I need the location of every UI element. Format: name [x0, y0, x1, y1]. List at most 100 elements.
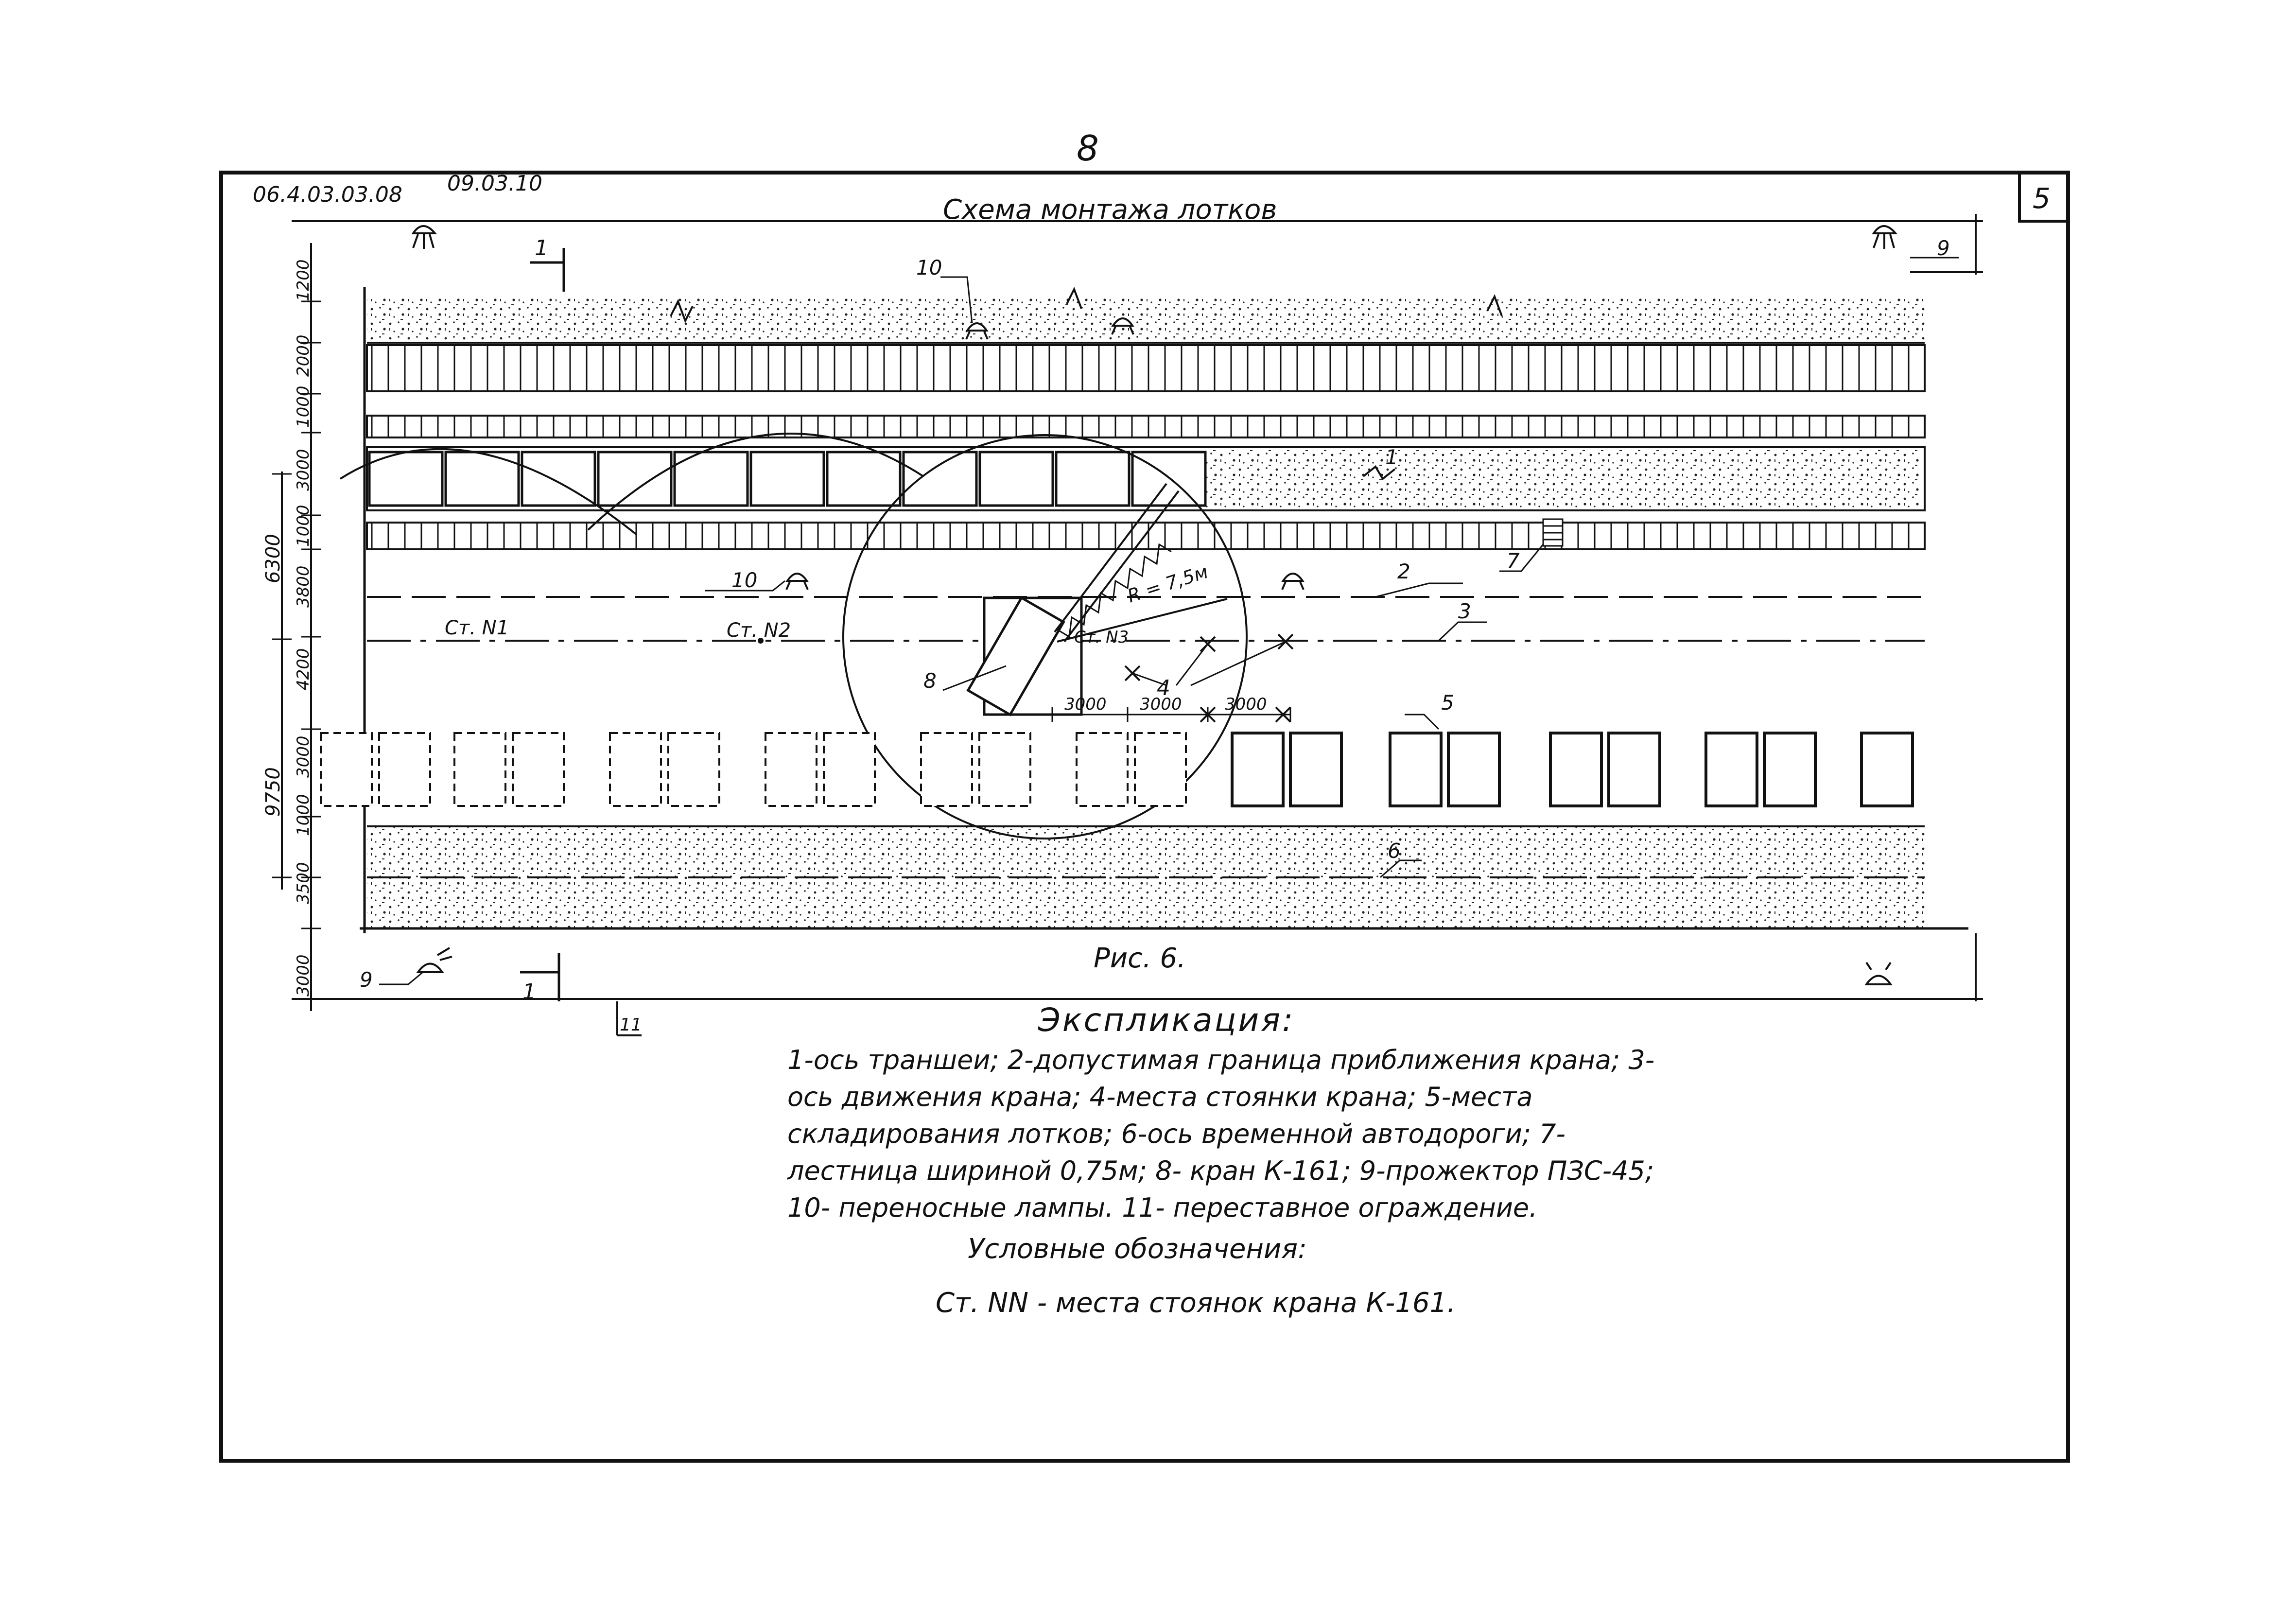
installed-tray — [673, 451, 749, 507]
legend-title: Экспликация: — [1038, 1001, 1295, 1039]
stored-tray — [1134, 732, 1187, 807]
station-point-2 — [758, 638, 764, 644]
installed-tray — [1055, 451, 1131, 507]
page-number: 8 — [1077, 128, 1099, 169]
dim-3000-c: 3000 — [294, 954, 313, 996]
stored-tray — [1076, 732, 1129, 807]
legend-block: Экспликация: 1-ось траншеи; 2-допустимая… — [787, 1001, 1672, 1319]
stored-tray — [765, 732, 818, 807]
dim-4200: 4200 — [294, 648, 313, 690]
figure-caption: Рис. 6. — [1094, 943, 1186, 974]
callout-11: 11 — [620, 1015, 642, 1035]
conventions-body: Ст. NN - места стоянок крана К-161. — [935, 1287, 1456, 1319]
callout-4-leaders — [1132, 641, 1286, 686]
callout-8: 8 — [923, 669, 937, 693]
stored-tray — [1860, 732, 1914, 807]
formwork-strip-2 — [366, 415, 1926, 438]
dim-3800: 3800 — [294, 565, 313, 608]
spacing-ticks — [1051, 707, 1291, 722]
dim-1000-b: 1000 — [294, 505, 313, 547]
floodlight-icon — [411, 225, 437, 249]
installed-tray — [826, 451, 902, 507]
stored-tray — [1763, 732, 1817, 807]
callout-leaders — [379, 257, 1959, 985]
stored-tray — [378, 732, 431, 807]
conventions-title: Условные обозначения: — [968, 1233, 1307, 1265]
spacing-label-2: 3000 — [1140, 695, 1182, 714]
stored-tray — [1705, 732, 1758, 807]
previous-reach-arc-1 — [339, 448, 638, 536]
floodlight-icon — [416, 947, 452, 973]
stored-tray — [667, 732, 720, 807]
section-mark-bottom-label: 1 — [522, 979, 536, 1004]
stored-tray — [978, 732, 1031, 807]
lamp-icon — [1281, 573, 1305, 590]
sheet-number-box — [2018, 171, 2070, 223]
formwork-strip-1 — [366, 344, 1926, 392]
crane-k161 — [966, 483, 1228, 717]
legend-body: 1-ось траншеи; 2-допустимая граница приб… — [787, 1045, 1655, 1223]
section-mark-top-label: 1 — [535, 236, 548, 261]
doc-code: 06.4.03.03.08 — [253, 182, 402, 207]
trench-open-soil — [1205, 450, 1922, 508]
callout-9-top: 9 — [1937, 236, 1950, 260]
stored-trays — [320, 732, 1914, 807]
station-label-1: Ст. N1 — [445, 617, 509, 639]
callout-2: 2 — [1397, 559, 1410, 583]
stored-tray — [1607, 732, 1661, 807]
dim-1200: 1200 — [294, 259, 313, 301]
stored-tray — [453, 732, 506, 807]
stored-tray — [1289, 732, 1343, 807]
sheet-number: 5 — [2033, 182, 2051, 215]
callout-4: 4 — [1157, 676, 1170, 700]
break-marks — [670, 287, 1503, 480]
lamp-icon — [785, 573, 809, 590]
callout-5: 5 — [1441, 691, 1454, 715]
dim-1000-c: 1000 — [294, 794, 313, 836]
installed-tray — [368, 451, 444, 507]
stored-tray — [1231, 732, 1285, 807]
stored-tray — [1549, 732, 1603, 807]
previous-reach-arc-2 — [587, 433, 924, 531]
dim-3000-a: 3000 — [294, 449, 313, 491]
lamp-icon — [1111, 317, 1134, 335]
stored-tray — [1447, 732, 1501, 807]
dim-2000: 2000 — [294, 334, 313, 377]
spacing-label-3: 3000 — [1225, 695, 1267, 714]
station-label-3: Ст. N3 — [1074, 628, 1129, 647]
top-soil-strip — [367, 297, 1925, 343]
callout-7: 7 — [1507, 549, 1520, 573]
installed-tray — [597, 451, 673, 507]
stored-tray — [609, 732, 662, 807]
installed-tray — [978, 451, 1054, 507]
callout-6: 6 — [1388, 839, 1401, 863]
stored-tray — [512, 732, 565, 807]
stored-tray — [823, 732, 876, 807]
left-dimension-ticks — [272, 300, 321, 929]
installed-trays — [368, 451, 1207, 507]
stored-tray — [320, 732, 373, 807]
callout-9-bottom: 9 — [360, 968, 373, 992]
callout-10-mid: 10 — [731, 568, 757, 592]
dim-3000-b: 3000 — [294, 735, 313, 778]
doc-code-secondary: 09.03.10 — [447, 171, 542, 196]
callout-10-top: 10 — [916, 256, 942, 280]
dim-9750: 9750 — [262, 767, 284, 817]
dim-1000-a: 1000 — [294, 385, 313, 428]
installed-tray — [749, 451, 825, 507]
lamp-icon — [965, 322, 989, 340]
sheet-frame — [219, 171, 2070, 1463]
formwork-strip-3 — [366, 522, 1926, 550]
dim-6300: 6300 — [262, 534, 284, 583]
section-mark-bottom — [520, 953, 560, 1001]
stored-tray — [1389, 732, 1443, 807]
dim-3500: 3500 — [294, 862, 313, 904]
floodlight-icon — [1864, 961, 1893, 985]
installed-tray — [902, 451, 978, 507]
spacing-label-1: 3000 — [1064, 695, 1107, 714]
floodlight-icon — [1872, 225, 1898, 249]
radius-label: R = 7,5м — [1125, 561, 1211, 607]
ladder-rungs — [1543, 525, 1563, 541]
section-mark-top — [530, 248, 565, 292]
